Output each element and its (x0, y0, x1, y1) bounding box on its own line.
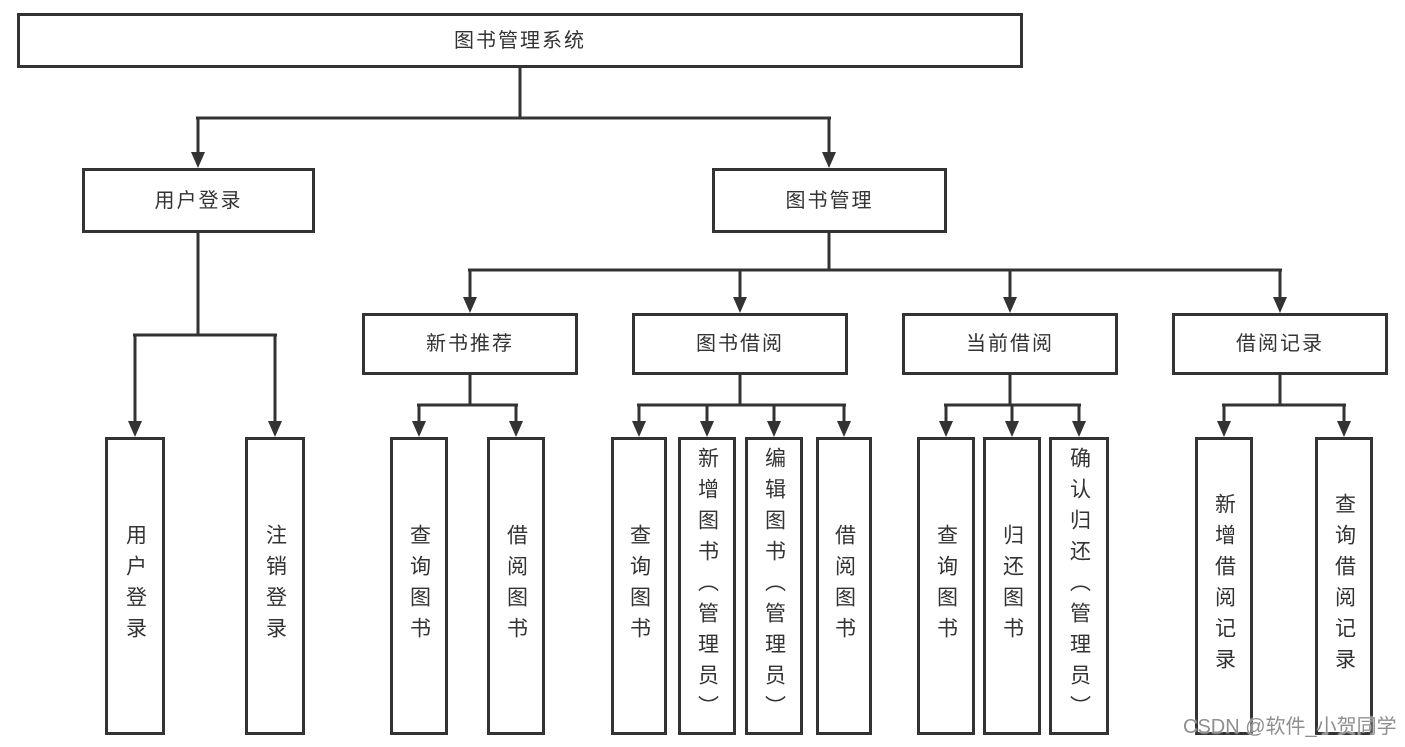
node-label: 归还图书 (1000, 524, 1024, 648)
node-leaf-return-book: 归还图书 (983, 437, 1041, 735)
node-label: 确认归还（管理员） (1067, 446, 1091, 726)
node-label: 当前借阅 (966, 333, 1054, 355)
node-label: 新增图书（管理员） (695, 446, 719, 726)
node-user-login: 用户登录 (82, 168, 315, 233)
connector-root-split (191, 68, 836, 168)
node-leaf-add-book-admin: 新增图书（管理员） (678, 437, 736, 735)
node-label: 查询图书 (407, 524, 431, 648)
node-label: 用户登录 (123, 524, 147, 648)
node-leaf-edit-book-admin: 编辑图书（管理员） (745, 437, 803, 735)
node-leaf-add-borrow-record: 新增借阅记录 (1195, 437, 1253, 735)
node-new-book-recommend: 新书推荐 (362, 313, 578, 375)
node-leaf-query-book-1: 查询图书 (390, 437, 448, 735)
node-label: 图书借阅 (696, 333, 784, 355)
connector-book-borrow-split (632, 375, 851, 437)
node-label: 图书管理 (785, 189, 874, 212)
node-leaf-query-book-3: 查询图书 (917, 437, 975, 735)
node-label: 借阅记录 (1236, 333, 1324, 355)
node-label: 借阅图书 (504, 524, 528, 648)
watermark: CSDN @软件_小贺同学 (1183, 716, 1397, 738)
node-label: 新书推荐 (426, 333, 514, 355)
node-label: 借阅图书 (832, 524, 856, 648)
node-label: 用户登录 (154, 189, 243, 212)
connector-new-book-split (412, 375, 523, 437)
node-book-borrow: 图书借阅 (632, 313, 848, 375)
connector-user-login-split (128, 233, 282, 437)
node-label: 注销登录 (263, 524, 287, 648)
node-label: 图书管理系统 (454, 29, 586, 52)
node-leaf-query-borrow-record: 查询借阅记录 (1315, 437, 1373, 735)
connector-borrow-record-split (1217, 375, 1351, 437)
node-current-borrow: 当前借阅 (902, 313, 1118, 375)
node-leaf-user-login: 用户登录 (105, 437, 165, 735)
node-label: 编辑图书（管理员） (762, 446, 786, 726)
node-label: 查询图书 (934, 524, 958, 648)
node-root-system: 图书管理系统 (17, 13, 1023, 68)
node-leaf-query-book-2: 查询图书 (611, 437, 667, 735)
node-borrow-record: 借阅记录 (1172, 313, 1388, 375)
node-label: 查询图书 (627, 524, 651, 648)
node-leaf-borrow-book-2: 借阅图书 (816, 437, 872, 735)
connector-current-borrow-split (939, 375, 1086, 437)
node-label: 查询借阅记录 (1332, 493, 1356, 679)
node-leaf-borrow-book-1: 借阅图书 (487, 437, 545, 735)
node-leaf-logout: 注销登录 (245, 437, 305, 735)
node-book-management: 图书管理 (712, 168, 947, 233)
node-leaf-confirm-return-admin: 确认归还（管理员） (1049, 437, 1109, 735)
node-label: 新增借阅记录 (1212, 493, 1236, 679)
connector-book-management-split (463, 233, 1287, 313)
